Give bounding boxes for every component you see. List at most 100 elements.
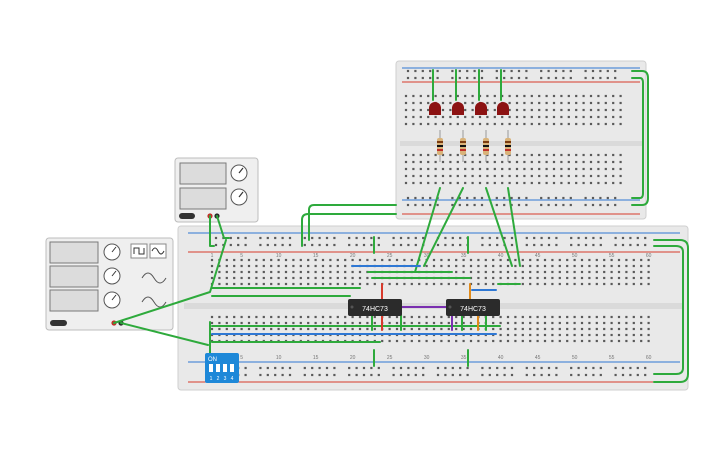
breadboard-hole xyxy=(508,181,511,185)
breadboard-hole xyxy=(473,69,476,73)
breadboard-hole xyxy=(617,282,621,286)
breadboard-hole xyxy=(466,203,469,207)
dip-switch[interactable]: ON 1 2 3 4 xyxy=(205,353,239,383)
breadboard-hole xyxy=(225,264,228,268)
breadboard-hole xyxy=(311,243,314,247)
breadboard-hole xyxy=(329,258,332,262)
breadboard-hole xyxy=(575,101,578,105)
breadboard-hole xyxy=(274,243,277,247)
breadboard-hole xyxy=(348,236,351,240)
resistor[interactable] xyxy=(460,130,466,162)
breadboard-hole xyxy=(588,315,591,319)
breadboard-hole xyxy=(477,258,480,262)
breadboard-hole xyxy=(481,236,484,240)
power-switch[interactable] xyxy=(179,213,195,219)
breadboard-hole xyxy=(237,236,240,240)
wire[interactable] xyxy=(113,239,227,324)
breadboard-hole xyxy=(540,196,543,200)
breadboard-hole xyxy=(299,327,302,331)
breadboard-hole xyxy=(412,108,415,112)
resistor[interactable] xyxy=(437,130,443,162)
wire[interactable] xyxy=(653,239,689,383)
breadboard-hole xyxy=(632,327,635,331)
ic-74hc73-left[interactable]: 74HC73 xyxy=(348,299,402,316)
wire[interactable] xyxy=(631,70,649,206)
wires[interactable] xyxy=(113,69,689,383)
breadboard-hole xyxy=(632,258,635,262)
breadboard-hole xyxy=(629,243,632,247)
wire[interactable] xyxy=(485,187,513,267)
breadboard-hole xyxy=(358,258,362,262)
red-led[interactable] xyxy=(429,102,441,115)
wire[interactable] xyxy=(414,187,441,273)
triangle-wave-button[interactable] xyxy=(167,244,183,258)
breadboard-hole xyxy=(462,339,465,343)
breadboard-hole xyxy=(562,76,565,80)
power-supply[interactable] xyxy=(174,157,259,223)
wire[interactable] xyxy=(120,322,209,346)
breadboard-hole xyxy=(262,270,265,274)
wire[interactable] xyxy=(653,245,684,375)
breadboard-hole xyxy=(412,167,415,171)
led-array[interactable] xyxy=(429,102,509,115)
breadboard-hole xyxy=(406,69,410,73)
breadboard-hole xyxy=(547,366,551,370)
red-led[interactable] xyxy=(452,102,464,115)
breadboard-hole xyxy=(370,373,373,377)
breadboard-hole xyxy=(336,270,339,274)
red-led[interactable] xyxy=(497,102,509,115)
breadboard-hole xyxy=(562,203,565,207)
breadboard-hole xyxy=(237,243,240,247)
breadboard-hole xyxy=(262,282,265,286)
breadboard-hole xyxy=(488,366,491,370)
breadboard-hole xyxy=(529,315,532,319)
dip-switch-position-label: 1 xyxy=(210,376,213,382)
breadboard-hole xyxy=(434,167,437,171)
breadboard-hole xyxy=(321,315,325,319)
ic-74hc73-right[interactable]: 74HC73 xyxy=(446,299,500,316)
breadboard-hole xyxy=(266,373,269,377)
resistor[interactable] xyxy=(505,130,511,162)
breadboard-hole xyxy=(307,270,310,274)
breadboard-hole xyxy=(551,339,554,343)
function-generator[interactable] xyxy=(45,237,174,331)
column-number: 35 xyxy=(461,253,467,259)
breadboard-hole xyxy=(551,327,554,331)
wire[interactable] xyxy=(308,204,397,241)
wire[interactable] xyxy=(423,187,464,267)
breadboard-hole xyxy=(412,181,415,185)
breadboard-hole xyxy=(274,373,277,377)
breadboard-hole xyxy=(612,115,615,119)
breadboard-hole xyxy=(525,196,528,200)
breadboard-hole xyxy=(478,181,482,185)
breadboard-hole xyxy=(521,321,524,325)
dip-switch-toggle[interactable] xyxy=(209,364,213,372)
breadboard-hole xyxy=(619,153,622,157)
breadboard-hole xyxy=(329,270,332,274)
wire[interactable] xyxy=(209,215,215,247)
breadboard-hole xyxy=(449,153,452,157)
resistor-array[interactable] xyxy=(437,130,511,162)
resistor[interactable] xyxy=(483,130,489,162)
breadboard-hole xyxy=(303,243,306,247)
dip-switch-toggle[interactable] xyxy=(223,364,227,372)
wire[interactable] xyxy=(631,77,644,199)
breadboard-hole xyxy=(514,258,517,262)
breadboard-hole xyxy=(625,321,628,325)
breadboard-hole xyxy=(451,76,454,80)
breadboard-hole xyxy=(488,243,491,247)
breadboard-hole xyxy=(266,243,269,247)
dip-switch-toggle[interactable] xyxy=(216,364,220,372)
wire[interactable] xyxy=(301,213,397,247)
breadboard-hole xyxy=(441,153,445,157)
dip-switch-toggle[interactable] xyxy=(230,364,234,372)
small-breadboard[interactable] xyxy=(395,60,647,220)
wire[interactable] xyxy=(216,215,230,239)
wire[interactable] xyxy=(507,187,521,267)
generator-power-switch[interactable] xyxy=(50,320,67,326)
breadboard-hole xyxy=(508,174,511,178)
red-led[interactable] xyxy=(475,102,487,115)
breadboard-hole xyxy=(469,339,473,343)
breadboard-hole xyxy=(233,282,236,286)
